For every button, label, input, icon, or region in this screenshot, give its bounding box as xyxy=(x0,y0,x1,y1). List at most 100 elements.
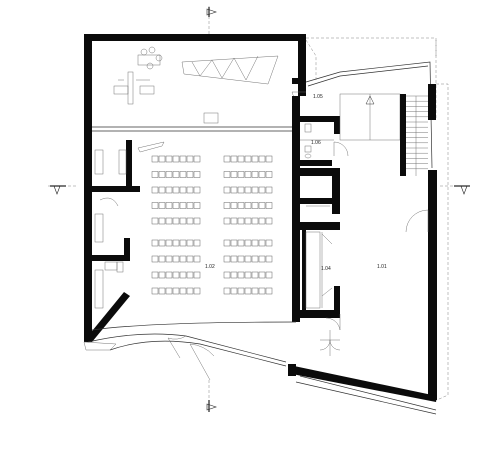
seat xyxy=(179,271,187,279)
seat xyxy=(258,155,266,163)
seat xyxy=(230,255,238,263)
seat xyxy=(258,239,266,247)
seat xyxy=(265,271,273,279)
seat xyxy=(230,186,238,194)
room-label-1-04: 1.04 xyxy=(321,266,331,272)
seat xyxy=(244,202,252,209)
seat xyxy=(151,271,159,279)
seat xyxy=(230,155,238,163)
seat xyxy=(186,255,194,263)
seat xyxy=(193,217,201,225)
seat xyxy=(244,287,252,295)
seat xyxy=(244,239,252,247)
seat xyxy=(158,287,166,295)
seat xyxy=(265,287,273,295)
seat xyxy=(251,271,259,279)
seat xyxy=(172,155,180,163)
door-swing-icon xyxy=(189,343,215,381)
seat xyxy=(158,217,166,225)
seat xyxy=(230,171,238,178)
seat xyxy=(258,202,266,209)
seat xyxy=(237,255,245,263)
seat xyxy=(179,202,187,209)
seat xyxy=(251,186,259,194)
seat xyxy=(151,239,159,247)
seat xyxy=(172,239,180,247)
seat xyxy=(237,271,245,279)
seat xyxy=(251,171,259,178)
room-label-1-01: 1.01 xyxy=(377,264,387,270)
seat xyxy=(151,186,159,194)
seat xyxy=(172,287,180,295)
seat xyxy=(165,239,173,247)
seat xyxy=(251,155,259,163)
seat xyxy=(193,239,201,247)
seat xyxy=(179,239,187,247)
seat xyxy=(251,287,259,295)
seat xyxy=(165,202,173,209)
seat xyxy=(244,171,252,178)
seat xyxy=(237,186,245,194)
seat xyxy=(172,186,180,194)
seat xyxy=(258,255,266,263)
section-marker-icon xyxy=(53,185,61,195)
seat xyxy=(258,217,266,225)
seat xyxy=(223,287,231,295)
door-swing-icon xyxy=(333,141,349,157)
stair xyxy=(406,95,428,170)
exterior-walls xyxy=(84,34,437,402)
seat xyxy=(265,239,273,247)
seat xyxy=(265,255,273,263)
seat xyxy=(193,255,201,263)
section-marker-icon xyxy=(206,8,217,16)
seat xyxy=(165,217,173,225)
seat xyxy=(179,155,187,163)
door-swing-icon xyxy=(405,209,429,233)
seat xyxy=(193,271,201,279)
seat xyxy=(165,186,173,194)
seat xyxy=(265,155,273,163)
seat xyxy=(237,287,245,295)
upper-room xyxy=(92,46,306,132)
seat xyxy=(230,271,238,279)
seat xyxy=(258,271,266,279)
seat xyxy=(151,202,159,209)
seat xyxy=(186,287,194,295)
door-swing-icon xyxy=(325,314,341,331)
seat xyxy=(223,217,231,225)
section-marker-icon xyxy=(206,403,217,411)
seat xyxy=(172,202,180,209)
door-swing-icon xyxy=(167,335,187,359)
seat xyxy=(251,255,259,263)
seat xyxy=(151,171,159,178)
seat xyxy=(179,287,187,295)
seat xyxy=(230,217,238,225)
seat xyxy=(165,287,173,295)
section-marker-icon xyxy=(460,185,468,195)
seat xyxy=(230,287,238,295)
seat xyxy=(186,155,194,163)
seat xyxy=(179,171,187,178)
room-label-1-05: 1.05 xyxy=(313,94,323,100)
seat xyxy=(223,255,231,263)
seat xyxy=(258,186,266,194)
seat xyxy=(237,217,245,225)
toilet-icon xyxy=(304,123,312,159)
seat xyxy=(230,202,238,209)
room-label-1-02: 1.02 xyxy=(205,264,215,270)
seat xyxy=(172,217,180,225)
seat xyxy=(186,217,194,225)
seat xyxy=(172,255,180,263)
section-marker-south xyxy=(206,380,217,412)
seat xyxy=(193,287,201,295)
seat xyxy=(179,255,187,263)
seat xyxy=(237,202,245,209)
seat xyxy=(193,171,201,178)
seat xyxy=(158,186,166,194)
seat xyxy=(186,239,194,247)
seat xyxy=(165,255,173,263)
seat xyxy=(186,271,194,279)
seat xyxy=(179,186,187,194)
seat xyxy=(258,171,266,178)
